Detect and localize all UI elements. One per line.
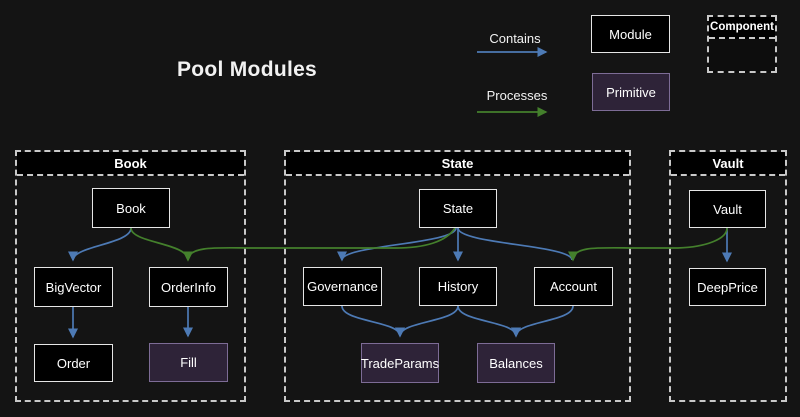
node-orderinfo: OrderInfo [149,267,228,307]
node-deepprice-label: DeepPrice [697,279,758,295]
container-vault-title: Vault [671,152,785,176]
legend-component-node: Component [707,15,777,73]
container-book-title: Book [17,152,244,176]
node-history-label: History [437,279,479,294]
node-account-label: Account [550,279,597,294]
node-deepprice: DeepPrice [689,268,766,306]
container-vault: Vault [669,150,787,402]
node-state-label: State [442,201,474,216]
node-balances: Balances [477,343,555,383]
node-order: Order [34,344,113,382]
node-book: Book [92,188,170,228]
legend-processes-label: Processes [486,88,548,103]
container-state: State [284,150,631,402]
node-tradeparams: TradeParams [361,343,439,383]
node-governance: Governance [303,267,382,306]
node-bigvector: BigVector [34,267,113,307]
legend-component-label: Component [709,17,775,39]
legend-module-node: Module [591,15,670,53]
node-bigvector-label: BigVector [45,279,102,295]
legend-module-label: Module [609,26,652,42]
node-account: Account [534,267,613,306]
container-state-title: State [286,152,629,176]
legend-primitive-node: Primitive [592,73,670,111]
node-fill-label: Fill [180,355,197,370]
node-book-label: Book [116,200,146,216]
node-balances-label: Balances [489,355,543,371]
node-governance-label: Governance [307,279,378,294]
legend-contains-label: Contains [489,31,541,46]
legend-primitive-label: Primitive [606,84,656,100]
container-book: Book [15,150,246,402]
diagram-title: Pool Modules [176,58,318,81]
node-fill: Fill [149,343,228,382]
node-order-label: Order [56,355,91,371]
node-state: State [419,189,497,228]
node-orderinfo-label: OrderInfo [161,279,216,295]
node-vault: Vault [689,190,766,228]
node-tradeparams-label: TradeParams [360,355,440,371]
node-vault-label: Vault [713,201,742,217]
node-history: History [419,267,497,306]
